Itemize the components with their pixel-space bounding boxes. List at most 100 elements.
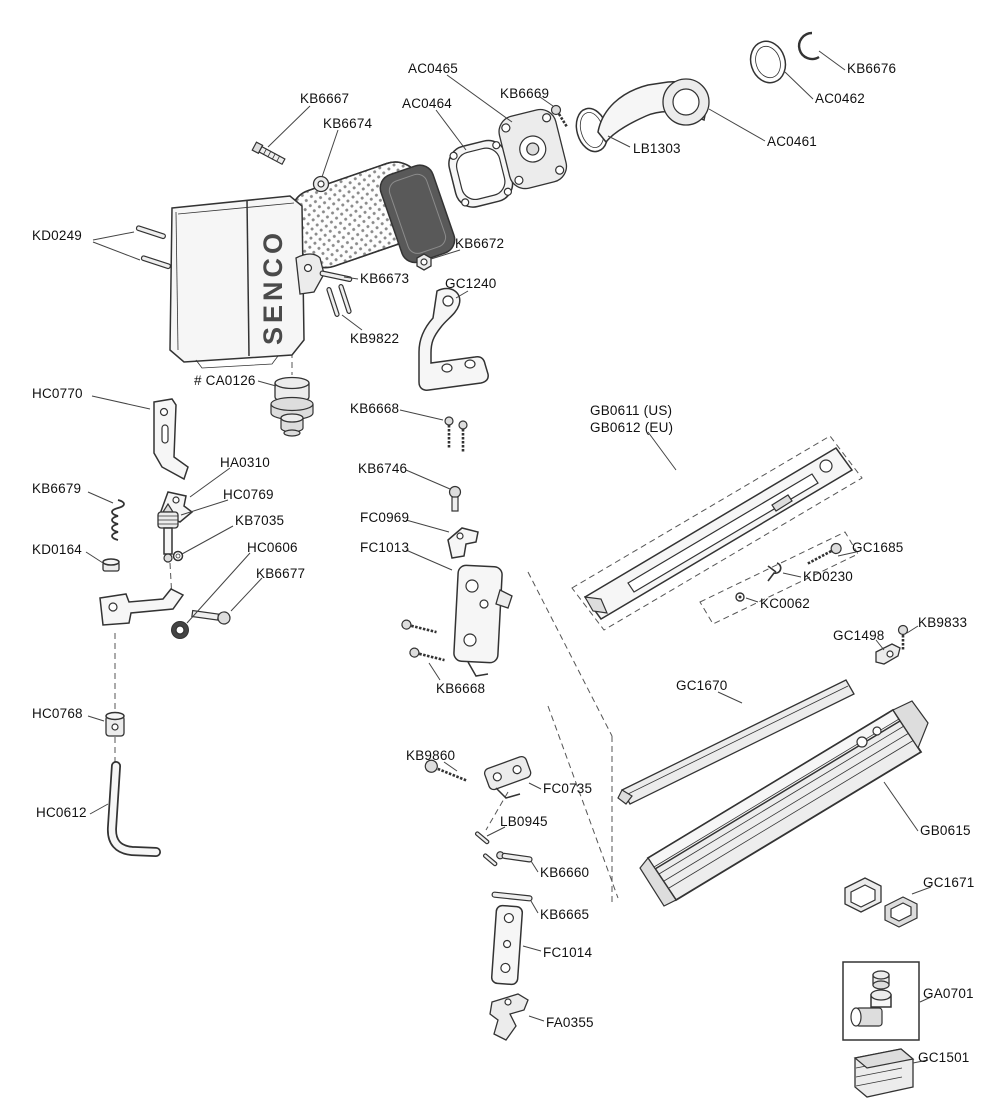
part-kb6665 (491, 891, 533, 902)
part-label-kb6746: KB6746 (358, 461, 408, 476)
part-kb9822 (326, 284, 352, 317)
trigger-valve (295, 253, 325, 295)
part-fc1013 (453, 564, 513, 677)
part-label-kb6674: KB6674 (323, 116, 373, 131)
part-label-fa0355: FA0355 (546, 1015, 594, 1030)
part-label-fc1013: FC1013 (360, 540, 410, 555)
part-label-ac0461: AC0461 (767, 134, 817, 149)
part-kb6667 (251, 141, 286, 166)
part-label-kd0230: KD0230 (803, 569, 853, 584)
part-ac0462 (749, 40, 787, 84)
part-kd0249 (135, 225, 171, 270)
part-label-ac0464: AC0464 (402, 96, 452, 111)
part-label-gc1671: GC1671 (923, 875, 975, 890)
part-label-kc0062: KC0062 (760, 596, 810, 611)
part-hc0768 (105, 711, 125, 737)
part-label-fc1014: FC1014 (543, 945, 593, 960)
part-label-kd0249: KD0249 (32, 228, 82, 243)
part-label-kb6668: KB6668 (350, 401, 400, 416)
part-label-gc1501: GC1501 (918, 1050, 970, 1065)
part-gc1685 (807, 542, 842, 565)
end-cap (379, 164, 456, 264)
part-fc0969 (447, 527, 479, 559)
part-label-kb6679: KB6679 (32, 481, 82, 496)
brand-text: SENCO (258, 229, 288, 345)
part-kb6668-screws-side (401, 619, 445, 662)
part-label-kb9860: KB9860 (406, 748, 456, 763)
part-label-kb6668: KB6668 (436, 681, 486, 696)
part-label-hc0770: HC0770 (32, 386, 83, 401)
construction-lines (114, 352, 863, 906)
part-label-ca0126: # CA0126 (194, 373, 256, 388)
canister: SENCO (169, 195, 305, 369)
part-fc1014 (490, 904, 524, 986)
part-label-kb7035: KB7035 (235, 513, 285, 528)
part-kb6672 (416, 253, 432, 271)
part-label-fc0969: FC0969 (360, 510, 410, 525)
part-gc1501 (853, 1048, 915, 1098)
part-label-fc0735: FC0735 (543, 781, 593, 796)
part-label-gc1685: GC1685 (852, 540, 904, 555)
leader-lines (85, 50, 932, 1064)
part-ga0701 (842, 961, 920, 1041)
part-label-lb0945: LB0945 (500, 814, 548, 829)
part-kb6746 (448, 485, 462, 512)
latch-bracket (99, 588, 185, 626)
part-label-kb9822: KB9822 (350, 331, 400, 346)
part-label-gc1498: GC1498 (833, 628, 885, 643)
part-label-kd0164: KD0164 (32, 542, 82, 557)
part-label-gc1240: GC1240 (445, 276, 497, 291)
part-kb6676 (797, 31, 820, 61)
part-label-ac0465: AC0465 (408, 61, 458, 76)
part-label-ga0701: GA0701 (923, 986, 974, 1001)
part-kd0230 (767, 562, 782, 582)
part-hc0612 (106, 761, 161, 857)
part-label-kb6669: KB6669 (500, 86, 550, 101)
part-kb6660 (496, 851, 533, 863)
part-ac0461 (597, 78, 710, 144)
part-gc1240 (418, 287, 489, 391)
part-label-gc1670: GC1670 (676, 678, 728, 693)
part-kb9833 (897, 624, 909, 650)
part-fc0735 (483, 755, 532, 799)
part-label-kb6665: KB6665 (540, 907, 590, 922)
part-hc0769 (157, 502, 179, 563)
part-kb7035 (172, 550, 184, 562)
part-kc0062 (735, 592, 745, 602)
main-housing: SENCO (169, 161, 456, 369)
part-fa0355 (489, 993, 529, 1041)
part-ac0465 (498, 108, 568, 190)
part-kd0164 (102, 558, 120, 572)
part-label-kb6660: KB6660 (540, 865, 590, 880)
part-kb6668-screws-top (444, 416, 468, 452)
part-label-kb9833: KB9833 (918, 615, 968, 630)
part-ca0126 (270, 376, 314, 437)
part-label-hc0612: HC0612 (36, 805, 87, 820)
part-lb0945 (474, 831, 498, 867)
part-gc1670 (617, 679, 855, 805)
part-label-gb0612-eu: GB0612 (EU) (590, 420, 674, 435)
part-label-kb6672: KB6672 (455, 236, 505, 251)
part-label-ac0462: AC0462 (815, 91, 865, 106)
part-gc1498 (875, 643, 901, 665)
part-label-kb6677: KB6677 (256, 566, 306, 581)
part-label-kb6676: KB6676 (847, 61, 897, 76)
part-hc0770 (153, 398, 189, 481)
part-label-lb1303: LB1303 (633, 141, 681, 156)
part-label-gb0615: GB0615 (920, 823, 971, 838)
part-label-gb0611-us: GB0611 (US) (590, 403, 673, 418)
part-label-ha0310: HA0310 (220, 455, 270, 470)
part-kb6669 (550, 104, 569, 128)
part-label-kb6667: KB6667 (300, 91, 350, 106)
part-label-hc0768: HC0768 (32, 706, 83, 721)
part-label-hc0769: HC0769 (223, 487, 274, 502)
part-kb9860 (424, 759, 468, 782)
part-kb6673 (319, 270, 353, 282)
part-kb6677 (191, 609, 231, 625)
part-gb0615 (639, 700, 929, 907)
part-label-hc0606: HC0606 (247, 540, 298, 555)
part-kb6674 (312, 175, 330, 193)
